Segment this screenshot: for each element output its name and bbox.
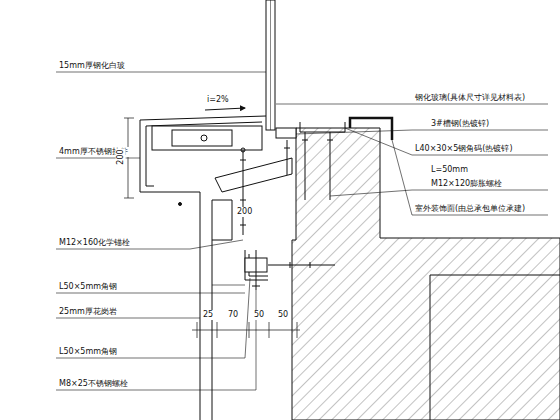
callout-label: L50×5mm角钢 <box>58 347 118 357</box>
callout-label: L50×5mm角钢 <box>58 282 118 292</box>
callout-label: 25mm厚花岗岩 <box>58 307 118 317</box>
callout-label: 15mm厚钢化白玻 <box>58 61 126 71</box>
dimension-text: 70 <box>227 310 239 320</box>
callout-label: 200 <box>236 207 253 217</box>
callout-label: 200 <box>116 148 126 165</box>
dimension-text: 50 <box>253 310 265 320</box>
callout-label: M8×25不锈钢螺栓 <box>58 379 129 389</box>
dimension-text: 50 <box>277 310 289 320</box>
callout-label: M12×160化学锚栓 <box>58 238 131 248</box>
callout-label: 钢化玻璃(具体尺寸详见材料表) <box>414 93 526 103</box>
callout-label: 室外装饰面(由总承包单位承建) <box>414 204 526 214</box>
callout-label: M12×120膨胀螺栓 <box>430 179 503 189</box>
callout-label: i=2% <box>206 95 230 105</box>
callout-label: L40×30×5钢角码(热镀锌) <box>414 144 514 154</box>
dimension-text: 25 <box>202 310 214 320</box>
callout-label: 3#槽钢(热镀锌) <box>430 119 490 129</box>
callout-label: L=50mm <box>430 165 469 175</box>
